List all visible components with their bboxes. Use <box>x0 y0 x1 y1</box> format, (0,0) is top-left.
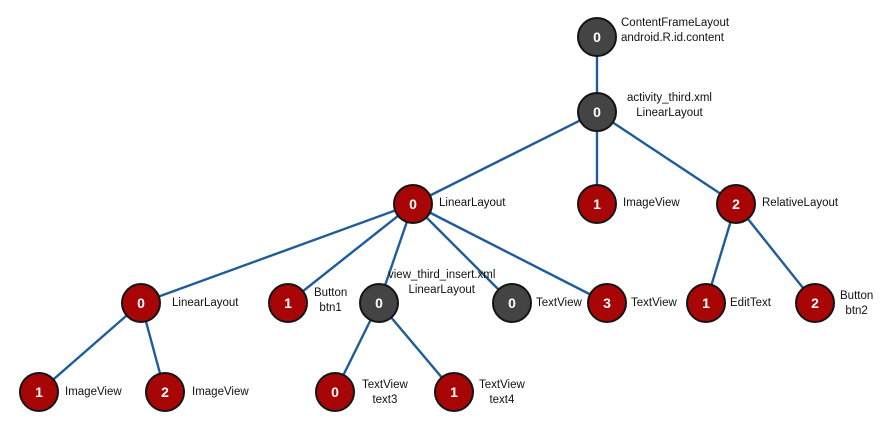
label-text-view-text3-line2: text3 <box>372 394 398 406</box>
label-text-view-text3-line1: TextView <box>362 379 408 391</box>
edge-linear-top-textview-gray <box>411 202 514 305</box>
label-content-frame-layout-line1: ContentFrameLayout <box>621 17 730 29</box>
node-content-frame-layout: 0 <box>577 17 617 57</box>
label-text-view-text3: TextView text3 <box>362 378 408 408</box>
label-activity-linear-layout: activity_third.xml LinearLayout <box>627 91 712 121</box>
node-image-view-b: 2 <box>145 372 185 412</box>
label-image-view-b: ImageView <box>192 386 249 398</box>
label-text-view-text4-line1: TextView <box>479 379 525 391</box>
label-insert-linear-layout: view_third_insert.xml LinearLayout <box>388 268 495 298</box>
label-insert-linear-layout-line1: view_third_insert.xml <box>388 269 496 281</box>
label-image-view-top: ImageView <box>623 197 680 209</box>
node-button-btn1: 1 <box>268 283 308 323</box>
label-content-frame-layout: ContentFrameLayout android.R.id.content <box>621 16 729 46</box>
label-image-view-a: ImageView <box>65 386 122 398</box>
label-insert-linear-layout-line2: LinearLayout <box>408 284 475 296</box>
edge-linear-top-linear-inner <box>139 202 415 305</box>
label-button-btn1: Button btn1 <box>314 286 347 316</box>
label-text-view-text4: TextView text4 <box>479 378 525 408</box>
node-button-btn2: 2 <box>795 283 835 323</box>
edge-activity-linear-top <box>411 110 599 206</box>
label-activity-linear-layout-line2: LinearLayout <box>636 107 703 119</box>
label-button-btn2-line2: btn2 <box>845 305 868 317</box>
node-text-view-red: 3 <box>587 283 627 323</box>
label-text-view-red: TextView <box>631 297 677 309</box>
edge-linear-top-textview-red <box>411 202 609 305</box>
edge-linear-inner-image-a <box>37 301 143 394</box>
label-edit-text: EditText <box>730 297 771 309</box>
label-linear-layout-top: LinearLayout <box>439 197 506 209</box>
label-relative-layout: RelativeLayout <box>762 197 839 209</box>
label-button-btn1-line2: btn1 <box>319 302 342 314</box>
label-content-frame-layout-line2: android.R.id.content <box>621 32 724 44</box>
node-relative-layout: 2 <box>716 184 756 224</box>
label-linear-layout-inner: LinearLayout <box>172 297 239 309</box>
label-text-view-gray: TextView <box>536 297 582 309</box>
node-text-view-text3: 0 <box>315 372 355 412</box>
node-image-view-a: 1 <box>19 372 59 412</box>
node-text-view-text4: 1 <box>434 372 474 412</box>
node-image-view-top: 1 <box>577 184 617 224</box>
node-insert-linear-layout: 0 <box>359 283 399 323</box>
edge-linear-top-button1 <box>286 202 415 305</box>
label-text-view-text4-line2: text4 <box>489 394 515 406</box>
node-activity-linear-layout: 0 <box>577 92 617 132</box>
node-linear-layout-inner: 0 <box>121 283 161 323</box>
node-edit-text: 1 <box>686 283 726 323</box>
label-button-btn2: Button btn2 <box>840 289 873 319</box>
label-button-btn1-line1: Button <box>314 287 348 299</box>
node-linear-layout-top: 0 <box>393 184 433 224</box>
edge-activity-relative <box>595 110 738 206</box>
label-activity-linear-layout-line1: activity_third.xml <box>627 92 712 104</box>
label-button-btn2-line1: Button <box>840 290 874 302</box>
node-text-view-gray: 0 <box>492 283 532 323</box>
